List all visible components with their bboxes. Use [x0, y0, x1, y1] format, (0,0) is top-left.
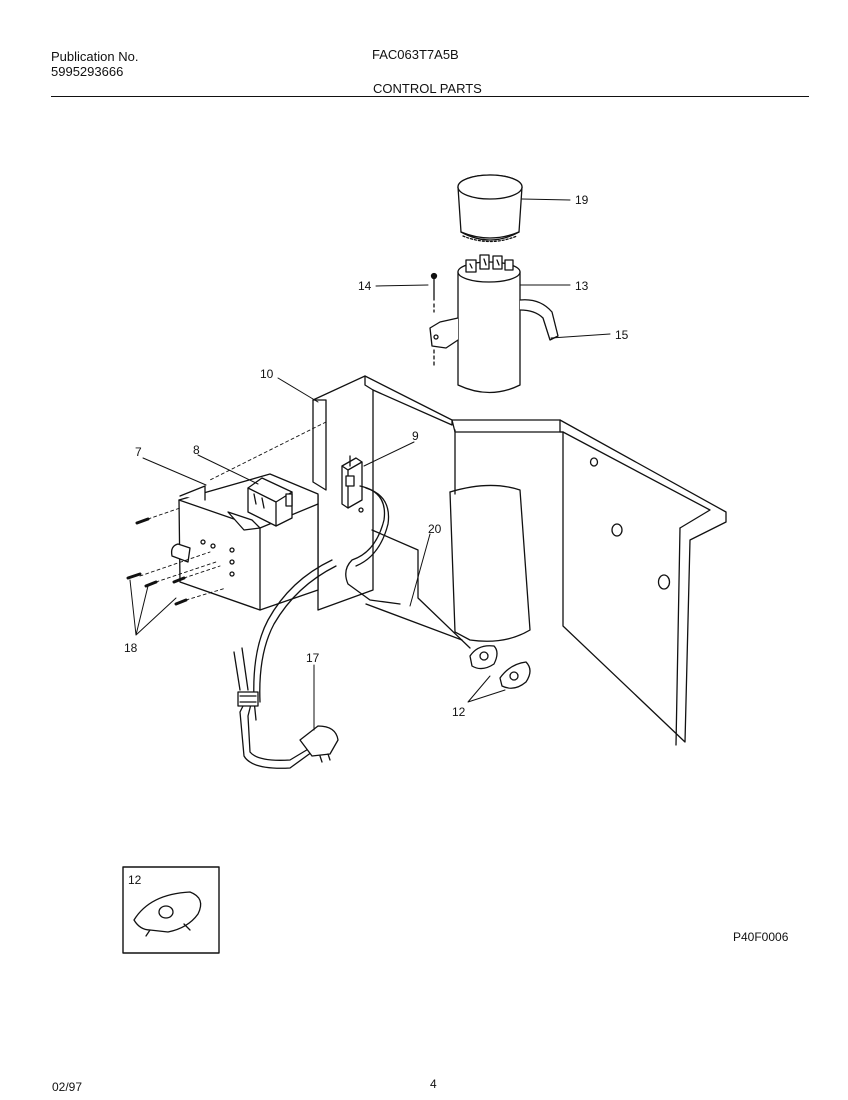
main-panel [449, 419, 727, 746]
footer-date: 02/97 [52, 1080, 83, 1094]
selector-switch [227, 477, 293, 531]
model-number: FAC063T7A5B [372, 47, 459, 62]
wire-harness [233, 485, 471, 769]
control-panel-bracket [312, 375, 453, 611]
callout-13: 13 [575, 279, 589, 293]
publication-label: Publication No. [51, 49, 139, 64]
header-rule [51, 96, 809, 97]
callout-19: 19 [575, 193, 589, 207]
callout-17: 17 [306, 651, 320, 665]
capacitor [457, 254, 521, 394]
page-number: 4 [430, 1077, 437, 1091]
figure-code: P40F0006 [733, 930, 789, 944]
callout-9: 9 [412, 429, 419, 443]
callout-15: 15 [615, 328, 629, 342]
callout-8: 8 [193, 443, 200, 457]
callout-7: 7 [135, 445, 142, 459]
inset-detail [122, 866, 220, 954]
capacitor-bracket [429, 299, 559, 349]
callout-14: 14 [358, 279, 372, 293]
callout-18: 18 [124, 641, 138, 655]
inset-callout-12: 12 [128, 873, 142, 887]
control-box [170, 473, 319, 611]
capacitor-boot [457, 174, 523, 243]
callout-12: 12 [452, 705, 466, 719]
section-title: CONTROL PARTS [373, 81, 482, 96]
screw-14 [430, 272, 438, 369]
callout-10: 10 [260, 367, 274, 381]
callout-20: 20 [428, 522, 442, 536]
leader-lines [129, 198, 611, 731]
thermostat [341, 455, 363, 509]
publication-number: 5995293666 [51, 64, 124, 79]
thermistor-clip [469, 645, 531, 689]
